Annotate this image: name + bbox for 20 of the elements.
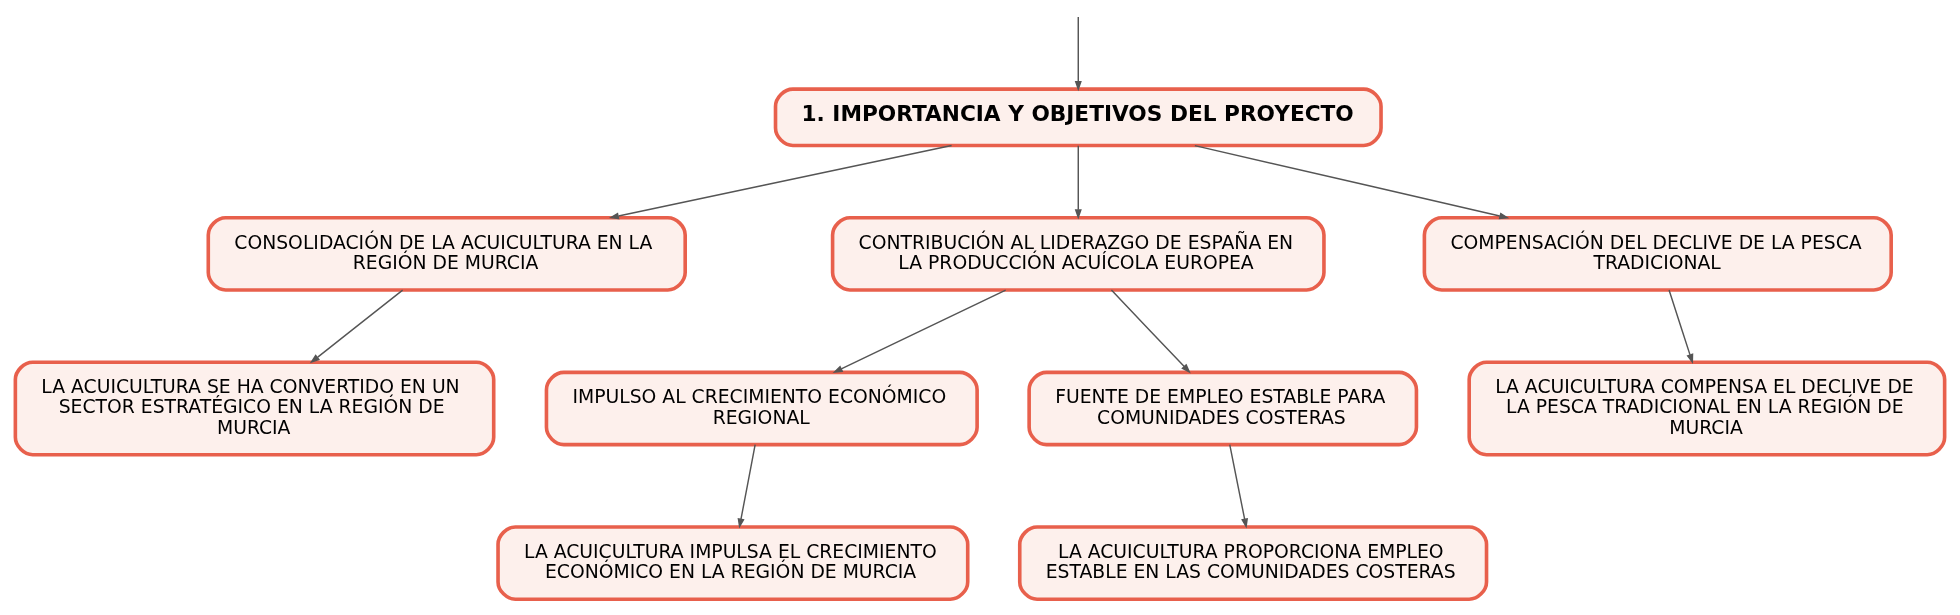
- node-box: CONSOLIDACIÓN DE LA ACUICULTURA EN LA REGIÓN DE MURCIA: [206, 215, 687, 292]
- node-box: LA ACUICULTURA IMPULSA EL CRECIMIENTO ECONÓMICO EN LA REGIÓN DE MURCIA: [496, 525, 970, 602]
- arrow: [1229, 444, 1249, 529]
- node-box: COMPENSACIÓN DEL DECLIVE DE LA PESCA TRADICIONAL: [1422, 215, 1893, 292]
- node-box: CONTRIBUCIÓN AL LIDERAZGO DE ESPAÑA EN LA PRODUCCIÓN ACUÍCOLA EUROPEA: [830, 215, 1326, 292]
- node-box: FUENTE DE EMPLEO ESTABLE PARA COMUNIDADES COSTERAS: [1027, 370, 1419, 447]
- arrow: [1074, 145, 1082, 220]
- node-box: LA ACUICULTURA COMPENSA EL DECLIVE DE LA PESCA TRADICIONAL EN LA REGIÓN DE MURCIA: [1467, 360, 1947, 457]
- node-box: LA ACUICULTURA SE HA CONVERTIDO EN UN SECTOR ESTRATÉGICO EN LA REGIÓN DE MURCIA: [13, 360, 496, 457]
- arrow: [608, 144, 953, 220]
- node-box: 1. IMPORTANCIA Y OBJETIVOS DEL PROYECTO: [773, 87, 1383, 148]
- node-box: LA ACUICULTURA PROPORCIONA EMPLEO ESTABLE EN LAS COMUNIDADES COSTERAS: [1017, 525, 1489, 602]
- arrow: [309, 289, 404, 364]
- arrow: [737, 444, 756, 529]
- node-box: IMPULSO AL CRECIMIENTO ECONÓMICO REGIONAL: [544, 370, 979, 447]
- arrow: [1668, 289, 1694, 365]
- arrow: [832, 289, 1007, 374]
- arrow: [1194, 144, 1510, 220]
- arrow: [1074, 16, 1082, 92]
- arrow: [1110, 289, 1191, 374]
